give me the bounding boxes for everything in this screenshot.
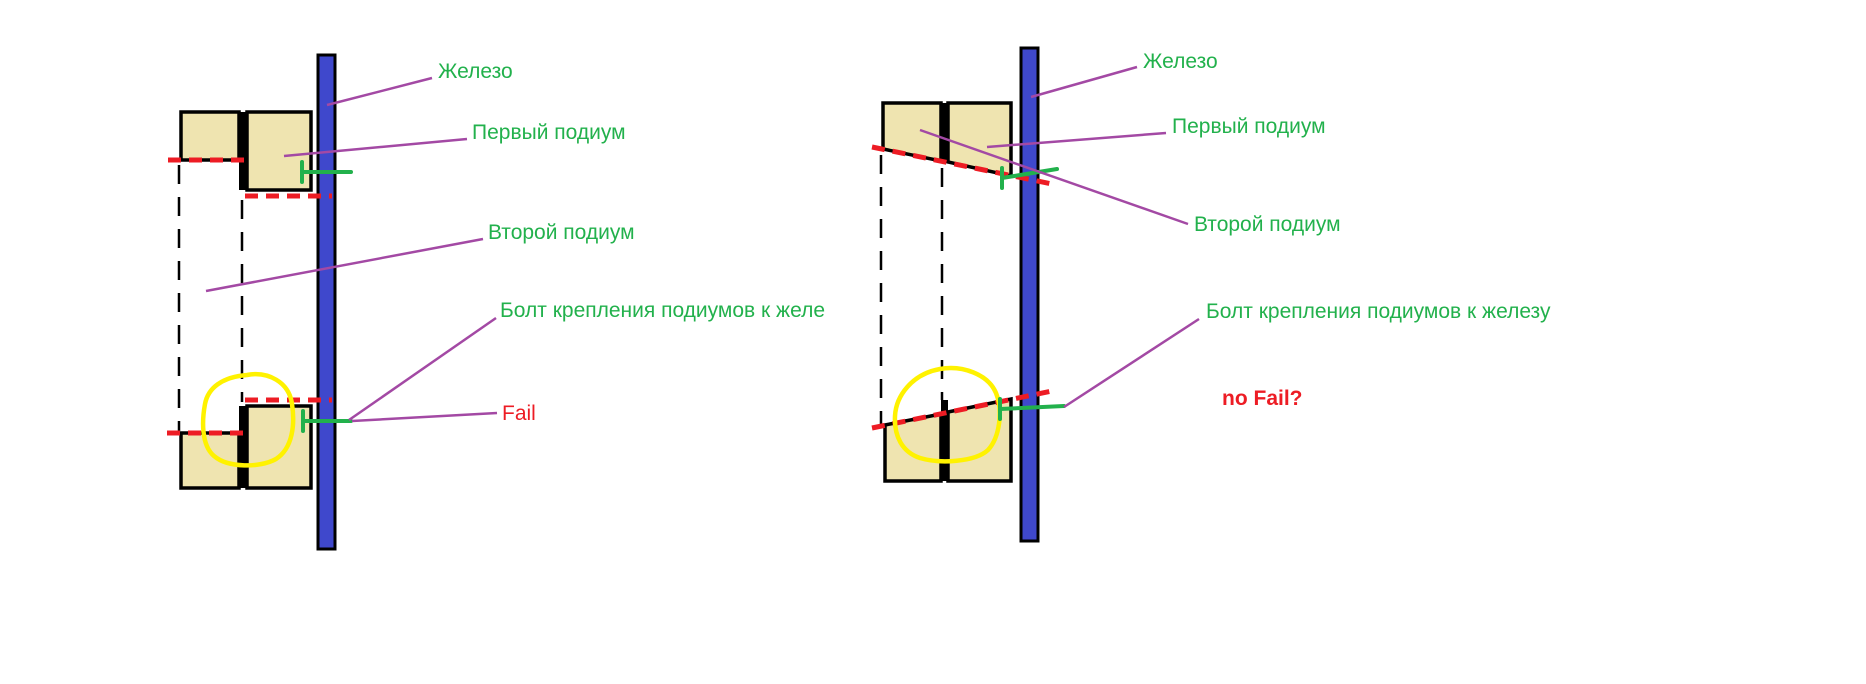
bolt-label: Болт крепления подиумов к желе xyxy=(500,299,825,322)
second-podium-label: Второй подиум xyxy=(488,221,635,244)
fail-label: Fail xyxy=(502,402,536,425)
iron-leader-line xyxy=(326,76,433,107)
no-fail-label: no Fail? xyxy=(1222,387,1303,410)
red-level-line-top xyxy=(871,144,1058,188)
bolt-mark-top xyxy=(300,160,353,184)
left-diagram: Железо Первый подиум Второй подиум Болт … xyxy=(167,53,825,551)
first-podium-leader-line xyxy=(283,137,468,158)
bolt-shaft-line xyxy=(998,404,1066,411)
bottom-podium-left-board xyxy=(179,431,241,490)
iron-plate xyxy=(1019,46,1040,543)
bolt-mark-bottom xyxy=(998,397,1066,421)
no-fail-highlight-circle xyxy=(892,365,1002,464)
bolt-mark-bottom xyxy=(301,409,353,433)
fail-leader-line xyxy=(351,411,498,423)
second-podium-leader-line xyxy=(205,237,484,293)
bolt-mark-top xyxy=(1000,166,1059,190)
first-podium-leader-line xyxy=(986,131,1167,149)
top-podium-left-board xyxy=(179,110,241,162)
fail-highlight-circle xyxy=(200,371,296,468)
first-podium-label: Первый подиум xyxy=(1172,115,1326,138)
bolt-shaft-line xyxy=(1000,167,1059,180)
second-podium-leader-line xyxy=(919,128,1189,226)
first-podium-label: Первый подиум xyxy=(472,121,626,144)
podium-gap-divider-top xyxy=(941,103,948,163)
iron-label: Железо xyxy=(438,60,513,83)
podium-gap-divider-bottom xyxy=(941,400,948,481)
right-diagram: Железо Первый подиум Второй подиум Болт … xyxy=(871,46,1551,543)
iron-label: Железо xyxy=(1143,50,1218,73)
bolt-label: Болт крепления подиумов к железу xyxy=(1206,300,1551,323)
red-level-line-bottom xyxy=(871,387,1058,431)
bolt-leader-line xyxy=(1063,317,1200,409)
iron-plate xyxy=(316,53,337,551)
second-podium-label: Второй подиум xyxy=(1194,213,1341,236)
bolt-leader-line xyxy=(348,316,497,422)
top-podium-left-board xyxy=(881,101,943,164)
podium-gap-divider-top xyxy=(239,112,247,190)
podium-gap-divider-bottom xyxy=(239,406,247,488)
iron-leader-line xyxy=(1030,65,1138,99)
